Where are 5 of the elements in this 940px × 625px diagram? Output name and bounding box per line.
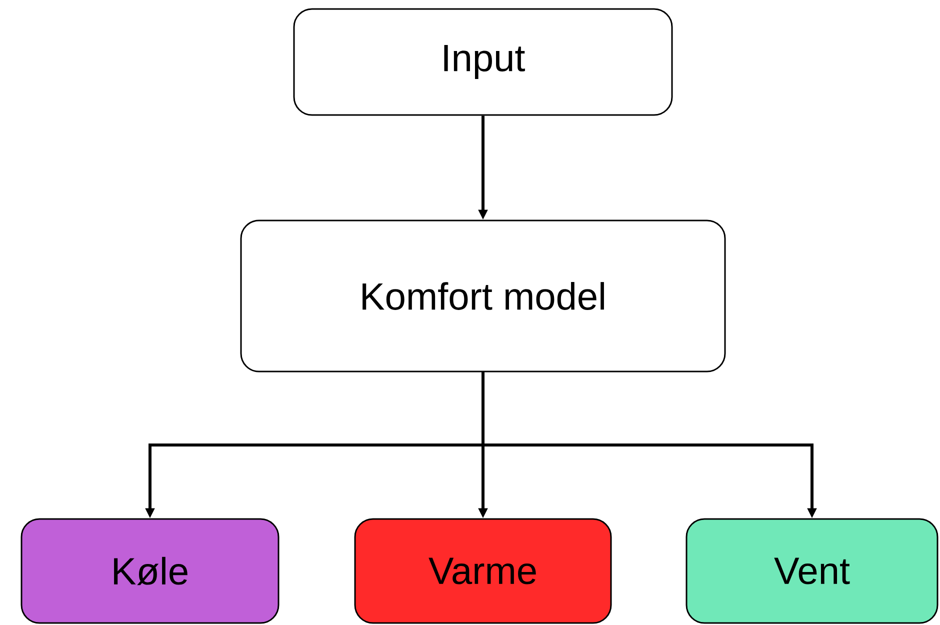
process-box: Varme (354, 518, 612, 624)
process-box: Køle (20, 518, 280, 624)
process-box: Input (293, 8, 673, 116)
process-box: Komfort model (240, 220, 726, 372)
process-box: Vent (686, 518, 938, 624)
